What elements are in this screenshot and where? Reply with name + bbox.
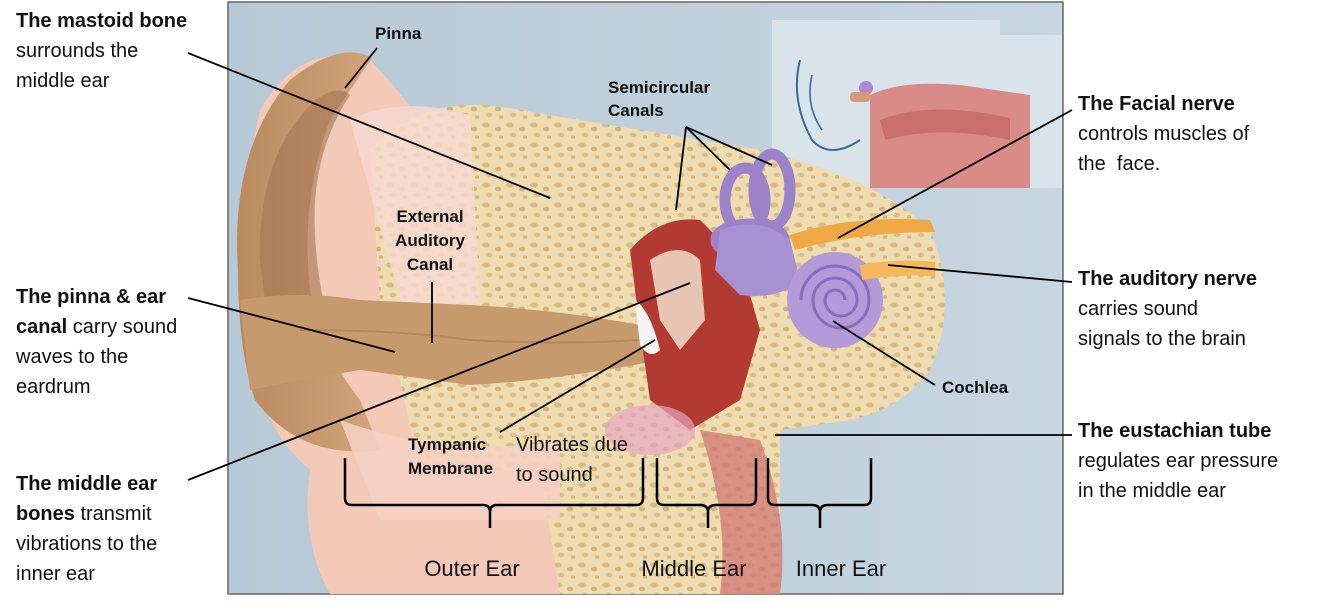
pinna-canal-title-2: canal <box>16 316 68 338</box>
middle-ear-label: Middle Ear <box>641 556 747 581</box>
ext-label-1: External <box>396 207 464 226</box>
inner-ear-label: Inner Ear <box>795 556 887 581</box>
mastoid-text-1: surrounds the <box>16 40 139 62</box>
head-inset <box>772 20 1062 188</box>
facial-nerve-text-1: controls muscles of <box>1078 123 1250 145</box>
middle-bones-text-1: transmit <box>74 503 152 525</box>
tympanic-label-2: Membrane <box>408 459 494 478</box>
vibrates-label-2: to sound <box>516 464 593 486</box>
middle-bones-text-2: vibrations to the <box>16 533 158 555</box>
facial-nerve-shape <box>790 219 935 250</box>
auditory-nerve-title: The auditory nerve <box>1078 268 1257 290</box>
mastoid-text-2: middle ear <box>16 70 110 92</box>
middle-bones-text-3: inner ear <box>16 563 95 585</box>
pinna-canal-text-1: carry sound <box>67 316 178 338</box>
mastoid-annotation: The mastoid bone surrounds the middle ea… <box>16 6 187 96</box>
facial-nerve-title: The Facial nerve <box>1078 93 1235 115</box>
pinna-label: Pinna <box>375 24 422 43</box>
vibrates-label-1: Vibrates due <box>516 434 628 456</box>
ext-label-2: Auditory <box>395 231 465 250</box>
auditory-nerve-shape <box>860 260 935 280</box>
facial-nerve-annotation: The Facial nerve controls muscles of the… <box>1078 89 1249 179</box>
pinna-canal-annotation: The pinna & ear canal carry sound waves … <box>16 282 177 402</box>
vibrates-label: Vibrates due to sound <box>516 430 628 490</box>
eustachian-text-1: regulates ear pressure <box>1078 450 1279 472</box>
facial-nerve-text-2: the face. <box>1078 153 1161 175</box>
tympanic-label-1: Tympanic <box>408 435 487 454</box>
auditory-nerve-annotation: The auditory nerve carries sound signals… <box>1078 264 1257 354</box>
cochlea-label: Cochlea <box>942 378 1009 397</box>
middle-bones-title-2: bones <box>16 503 75 525</box>
mastoid-title: The mastoid bone <box>16 10 188 32</box>
eustachian-text-2: in the middle ear <box>1078 480 1226 502</box>
ear-canal <box>240 295 660 390</box>
semicircular-label: Semicircular Canals <box>608 76 710 122</box>
leader-lines <box>187 47 1073 481</box>
pinna-canal-title-1: The pinna & ear <box>16 286 167 308</box>
section-brackets <box>343 458 873 528</box>
middle-bones-title-1: The middle ear <box>16 473 158 495</box>
auditory-nerve-text-1: carries sound <box>1078 298 1199 320</box>
pinna-canal-text-2: waves to the <box>16 346 129 368</box>
eustachian-annotation: The eustachian tube regulates ear pressu… <box>1078 416 1278 506</box>
auditory-nerve-text-2: signals to the brain <box>1078 328 1246 350</box>
semicircular-label-2: Canals <box>608 101 664 120</box>
tympanic-membrane-label: Tympanic Membrane <box>408 433 493 481</box>
ext-label-3: Canal <box>406 255 454 274</box>
eustachian-tube <box>700 430 783 594</box>
middle-bones-annotation: The middle ear bones transmit vibrations… <box>16 469 157 589</box>
pinna-canal-text-3: eardrum <box>16 376 91 398</box>
eustachian-title: The eustachian tube <box>1078 420 1272 442</box>
external-auditory-canal-label: External Auditory Canal <box>385 205 475 277</box>
semicircular-label-1: Semicircular <box>608 78 711 97</box>
outer-ear-label: Outer Ear <box>424 556 520 581</box>
cochlea-shape <box>787 252 883 348</box>
